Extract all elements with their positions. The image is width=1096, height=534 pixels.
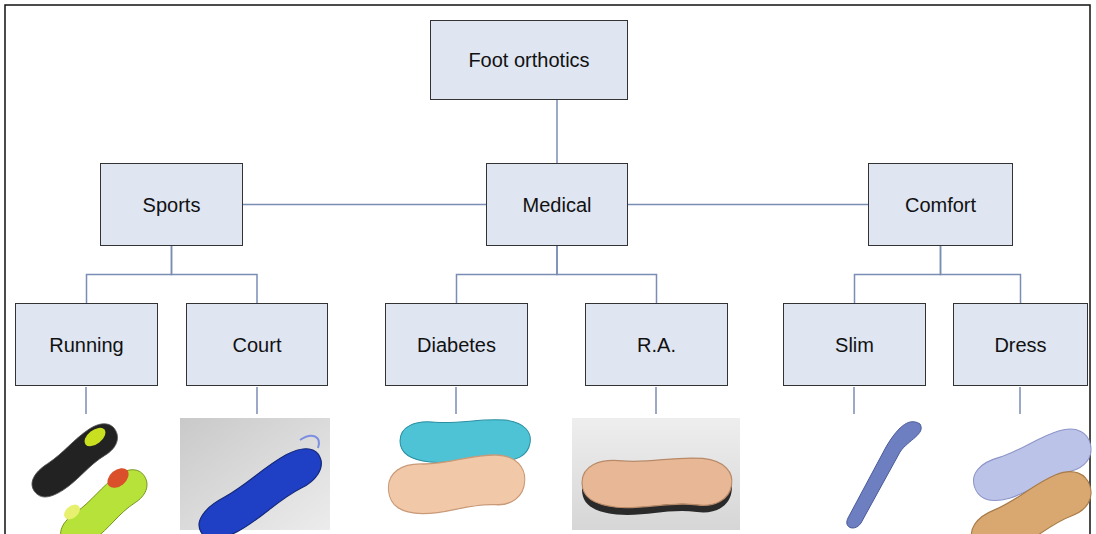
category-box: Slim [783, 303, 926, 386]
diabetes-insoles [386, 420, 530, 517]
node-label: Running [49, 333, 124, 357]
slim-insole [847, 422, 921, 528]
node-label: Dress [994, 333, 1046, 357]
category-box: Sports [100, 163, 243, 246]
court-insole [180, 418, 330, 534]
image-leaders [86, 387, 1020, 414]
category-box: Court [186, 303, 328, 386]
node-label: Sports [143, 193, 201, 217]
frame [5, 5, 1090, 534]
tree-connector [87, 246, 172, 303]
node-label: R.A. [637, 333, 676, 357]
node-label: Comfort [905, 193, 976, 217]
tree-connector [855, 246, 941, 303]
node-label: Foot orthotics [468, 48, 589, 72]
tree-connector [556, 100, 558, 163]
tree-connector [941, 246, 1021, 303]
node-label: Medical [523, 193, 592, 217]
category-box: R.A. [585, 303, 728, 386]
tree-connector [457, 246, 558, 303]
category-box: Running [15, 303, 158, 386]
running-insoles [25, 416, 155, 534]
node-label: Slim [835, 333, 874, 357]
tree-connector [172, 246, 258, 303]
category-box: Dress [953, 303, 1088, 386]
category-box: Comfort [868, 163, 1013, 246]
category-box: Foot orthotics [430, 20, 628, 100]
tree-connector [557, 246, 657, 303]
ra-insole [572, 418, 740, 530]
category-box: Medical [486, 163, 628, 246]
tree-connector [243, 204, 486, 206]
tree-connector [628, 204, 868, 206]
node-label: Court [233, 333, 282, 357]
node-label: Diabetes [417, 333, 496, 357]
dress-insoles [963, 421, 1096, 534]
category-box: Diabetes [385, 303, 528, 386]
